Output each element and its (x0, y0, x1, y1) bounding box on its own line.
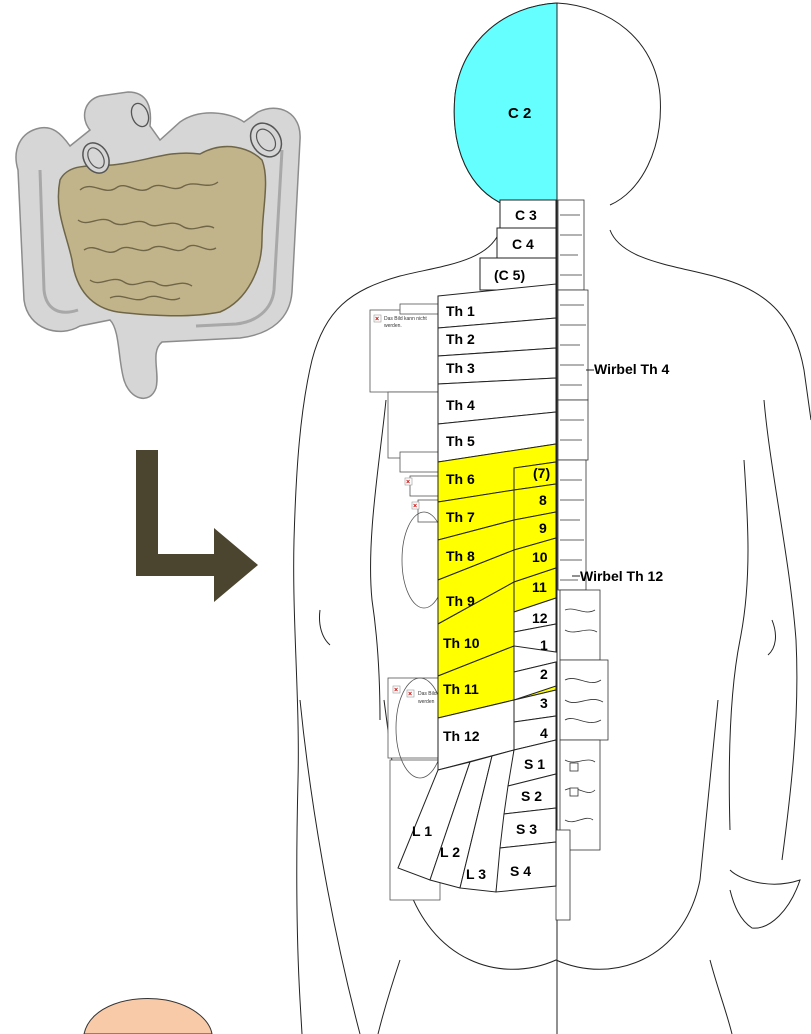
right-inner-arm (729, 460, 748, 830)
broken-image-icon: × (374, 315, 381, 323)
clutter-box (558, 200, 584, 290)
placeholder-frame-3 (388, 392, 440, 458)
label-th9: Th 9 (446, 593, 475, 609)
right-hand (730, 870, 800, 928)
label-seg-7: (7) (533, 465, 550, 481)
label-seg-9: 9 (539, 520, 547, 536)
clutter-box (560, 660, 608, 740)
clutter-box (558, 400, 588, 460)
broken-image-icon: × (393, 686, 400, 694)
label-seg-12: 12 (532, 610, 548, 626)
intestine-icon (16, 92, 300, 398)
dermatome-c2 (454, 3, 557, 205)
svg-text:×: × (408, 691, 412, 698)
placeholder-frame-4 (400, 452, 440, 472)
label-th3: Th 3 (446, 360, 475, 376)
broken-text-2: werden. (384, 323, 402, 329)
label-l2: L 2 (440, 844, 460, 860)
label-seg-8: 8 (539, 492, 547, 508)
left-inner-arm (371, 400, 386, 720)
label-seg-1: 1 (540, 637, 548, 653)
clutter-box (560, 590, 600, 660)
svg-text:×: × (394, 687, 398, 694)
leg-right (710, 960, 732, 1034)
waist-right (700, 700, 718, 880)
label-th2: Th 2 (446, 331, 475, 347)
right-shoulder-arm (610, 230, 811, 420)
right-side (764, 400, 797, 860)
label-s1: S 1 (524, 756, 545, 772)
label-th12: Th 12 (443, 728, 480, 744)
label-c3: C 3 (515, 207, 537, 223)
placeholder-frame-5 (410, 476, 440, 496)
left-elbow-mark (319, 610, 330, 645)
label-th5: Th 5 (446, 433, 475, 449)
broken-image-icon: × (405, 478, 412, 486)
clutter-small (570, 763, 578, 771)
label-c5: (C 5) (494, 267, 525, 283)
right-spine-clutter (556, 200, 608, 920)
clutter-small (570, 788, 578, 796)
left-forearm (300, 700, 360, 1034)
label-th8: Th 8 (446, 548, 475, 564)
broken-text-4: werden (418, 699, 435, 705)
label-c4: C 4 (512, 236, 534, 252)
label-s4: S 4 (510, 863, 531, 879)
label-th11: Th 11 (443, 681, 479, 697)
broken-image-icon: × (407, 690, 414, 698)
clutter-box (556, 830, 570, 920)
broken-text-1: Das Bild kann nicht (384, 316, 427, 322)
label-c2: C 2 (508, 105, 531, 122)
label-th7: Th 7 (446, 509, 475, 525)
inner-column (514, 462, 556, 750)
svg-text:×: × (375, 316, 379, 323)
label-seg-2: 2 (540, 666, 548, 682)
label-seg-10: 10 (532, 549, 548, 565)
broken-text-3: Das Bild (418, 691, 437, 697)
small-intestine (58, 147, 265, 316)
label-th10: Th 10 (443, 635, 480, 651)
annotation-wirbel-th12: Wirbel Th 12 (580, 568, 663, 584)
label-th4: Th 4 (446, 397, 475, 413)
buttocks (406, 880, 700, 969)
label-s2: S 2 (521, 788, 542, 804)
skin-shape (84, 998, 212, 1034)
label-seg-4: 4 (540, 725, 548, 741)
label-seg-3: 3 (540, 695, 548, 711)
svg-text:×: × (406, 479, 410, 486)
label-s3: S 3 (516, 821, 537, 837)
label-seg-11: 11 (532, 579, 547, 595)
leg-left (378, 960, 400, 1034)
placeholder-frame-6 (418, 500, 440, 522)
right-elbow-mark (768, 620, 775, 655)
label-l3: L 3 (466, 866, 486, 882)
placeholder-frame-2 (400, 304, 440, 314)
svg-text:×: × (413, 503, 417, 510)
label-th1: Th 1 (446, 303, 475, 319)
broken-image-icon: × (412, 502, 419, 510)
label-l1: L 1 (412, 823, 432, 839)
label-th6: Th 6 (446, 471, 475, 487)
annotation-wirbel-th4: Wirbel Th 4 (594, 361, 670, 377)
arrow-down-right-icon (136, 450, 258, 602)
